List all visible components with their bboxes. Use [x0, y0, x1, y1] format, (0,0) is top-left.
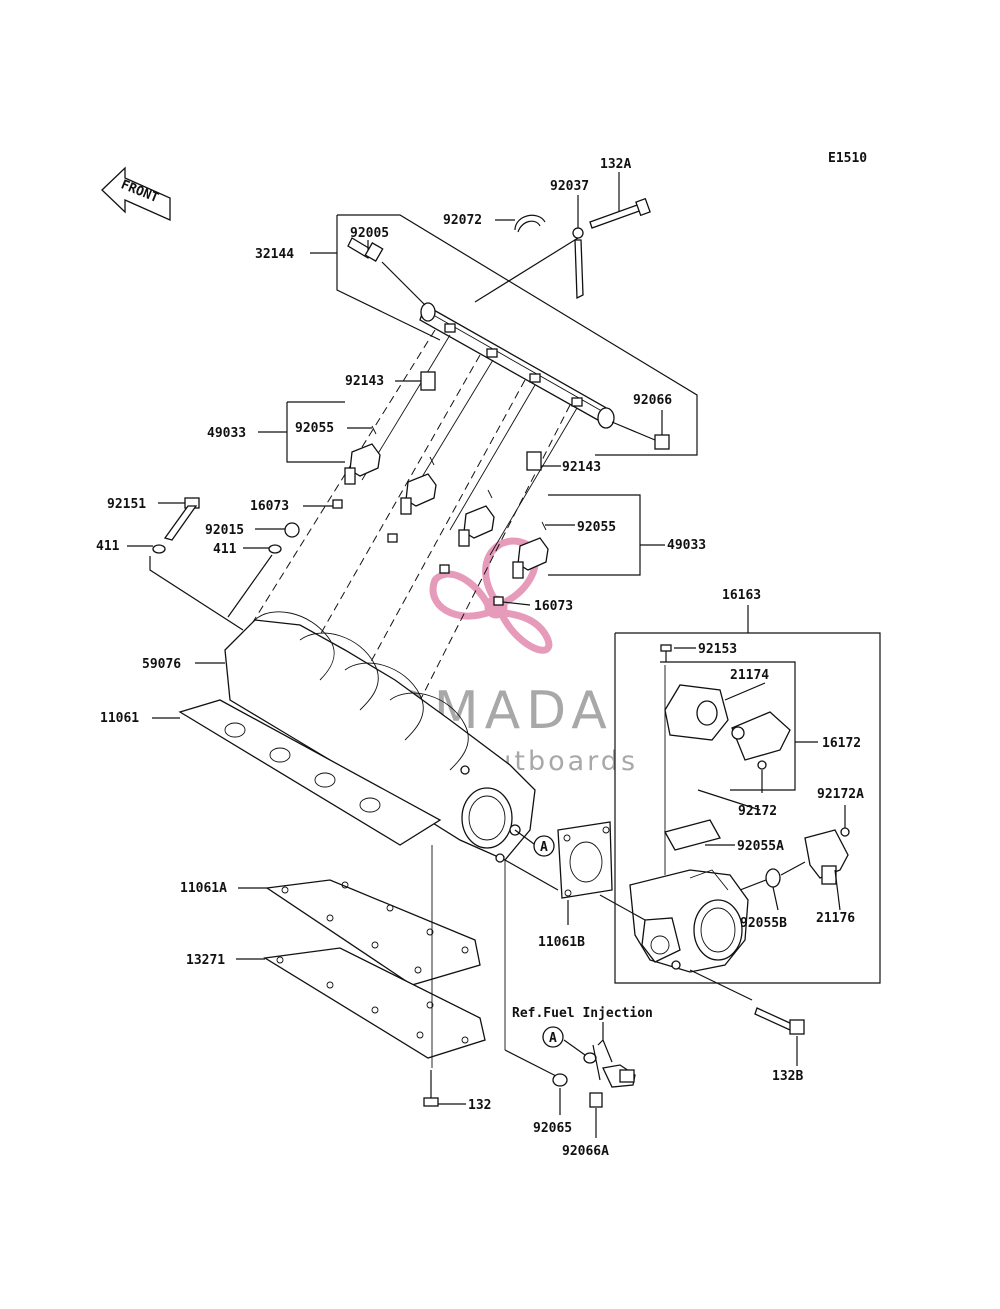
injector-4 [512, 521, 549, 579]
label-92005: 92005 [350, 226, 389, 241]
label-16163: 16163 [722, 588, 761, 603]
seal-16073-a [332, 499, 343, 509]
label-49033-right: 49033 [667, 538, 706, 553]
label-16073-left: 16073 [250, 499, 289, 514]
label-132: 132 [468, 1098, 491, 1113]
screw-92172A [840, 805, 850, 837]
label-92172A: 92172A [817, 787, 864, 802]
throttle-body [629, 869, 749, 973]
marker-a-ref: A [542, 1026, 564, 1048]
label-92066: 92066 [633, 393, 672, 408]
label-92151: 92151 [107, 497, 146, 512]
svg-text:A: A [540, 840, 548, 855]
label-21174: 21174 [730, 668, 769, 683]
label-16073-right: 16073 [534, 599, 573, 614]
gasket-11061A [265, 879, 481, 986]
bolt-92151 [158, 497, 200, 541]
label-11061: 11061 [100, 711, 139, 726]
label-59076: 59076 [142, 657, 181, 672]
front-arrow-icon: FRONT [101, 166, 171, 222]
label-411-right: 411 [213, 542, 237, 557]
bolt-132B [754, 1007, 805, 1066]
throttle-group-bracket [614, 632, 881, 984]
label-92172: 92172 [738, 804, 777, 819]
label-49033-left: 49033 [207, 426, 246, 441]
washer-ref [583, 1052, 597, 1064]
sensor-21176 [804, 829, 849, 911]
oring-92055B [739, 861, 806, 911]
gasket-11061 [178, 699, 442, 846]
nut-92015 [255, 522, 300, 538]
fuel-rail [419, 302, 615, 429]
sensor-21174 [664, 682, 766, 741]
label-92066A: 92066A [562, 1144, 609, 1159]
injector-1 [344, 425, 381, 485]
clip-411-left [127, 544, 166, 554]
fuel-fitting-92005 [347, 237, 426, 306]
bolt-132A [589, 172, 651, 229]
nut-92066A [589, 1092, 603, 1138]
seal-16073-b [387, 533, 398, 543]
strap-92037 [474, 195, 584, 303]
injector-2 [400, 456, 437, 515]
bracket-49033-right [548, 494, 641, 576]
label-11061A: 11061A [180, 881, 227, 896]
seal-16073-c [439, 564, 450, 574]
marker-a-manifold: A [514, 829, 555, 857]
label-92143-left: 92143 [345, 374, 384, 389]
svg-text:A: A [549, 1031, 557, 1046]
ref-note: Ref.Fuel Injection [512, 1006, 653, 1021]
label-92143-right: 92143 [562, 460, 601, 475]
label-411-left: 411 [96, 539, 120, 554]
washer-92065 [504, 860, 568, 1115]
label-92055B: 92055B [740, 916, 787, 931]
screw-132 [423, 1070, 466, 1107]
label-92153: 92153 [698, 642, 737, 657]
label-92072: 92072 [443, 213, 482, 228]
gasket-92055A [664, 819, 735, 851]
screw-92153 [660, 644, 696, 875]
label-16172: 16172 [822, 736, 861, 751]
bracket-49033-left [286, 402, 345, 463]
grommet-92143-left [420, 371, 436, 391]
label-92065: 92065 [533, 1121, 572, 1136]
injector-3 [458, 489, 495, 547]
clip-92072 [495, 214, 546, 233]
gasket-11061B [504, 821, 613, 925]
label-92055A: 92055A [737, 839, 784, 854]
label-11061B: 11061B [538, 935, 585, 950]
fuel-rail-group-lines [310, 214, 698, 456]
label-132B: 132B [772, 1069, 803, 1084]
label-92055-right: 92055 [577, 520, 616, 535]
grommet-92143-right [526, 451, 542, 471]
intake-manifold [224, 611, 536, 863]
clip-411-right [243, 544, 282, 554]
cap-92066 [611, 410, 670, 450]
label-21176: 21176 [816, 911, 855, 926]
label-132A: 132A [600, 157, 631, 172]
label-13271: 13271 [186, 953, 225, 968]
label-92037: 92037 [550, 179, 589, 194]
label-92055-left: 92055 [295, 421, 334, 436]
label-92015: 92015 [205, 523, 244, 538]
seal-16073-d [493, 596, 504, 606]
diagram-code: E1510 [828, 151, 867, 166]
label-32144: 32144 [255, 247, 294, 262]
valve-16172 [731, 711, 791, 770]
temperature-sensor [602, 1064, 636, 1088]
plate-13271 [263, 947, 486, 1059]
